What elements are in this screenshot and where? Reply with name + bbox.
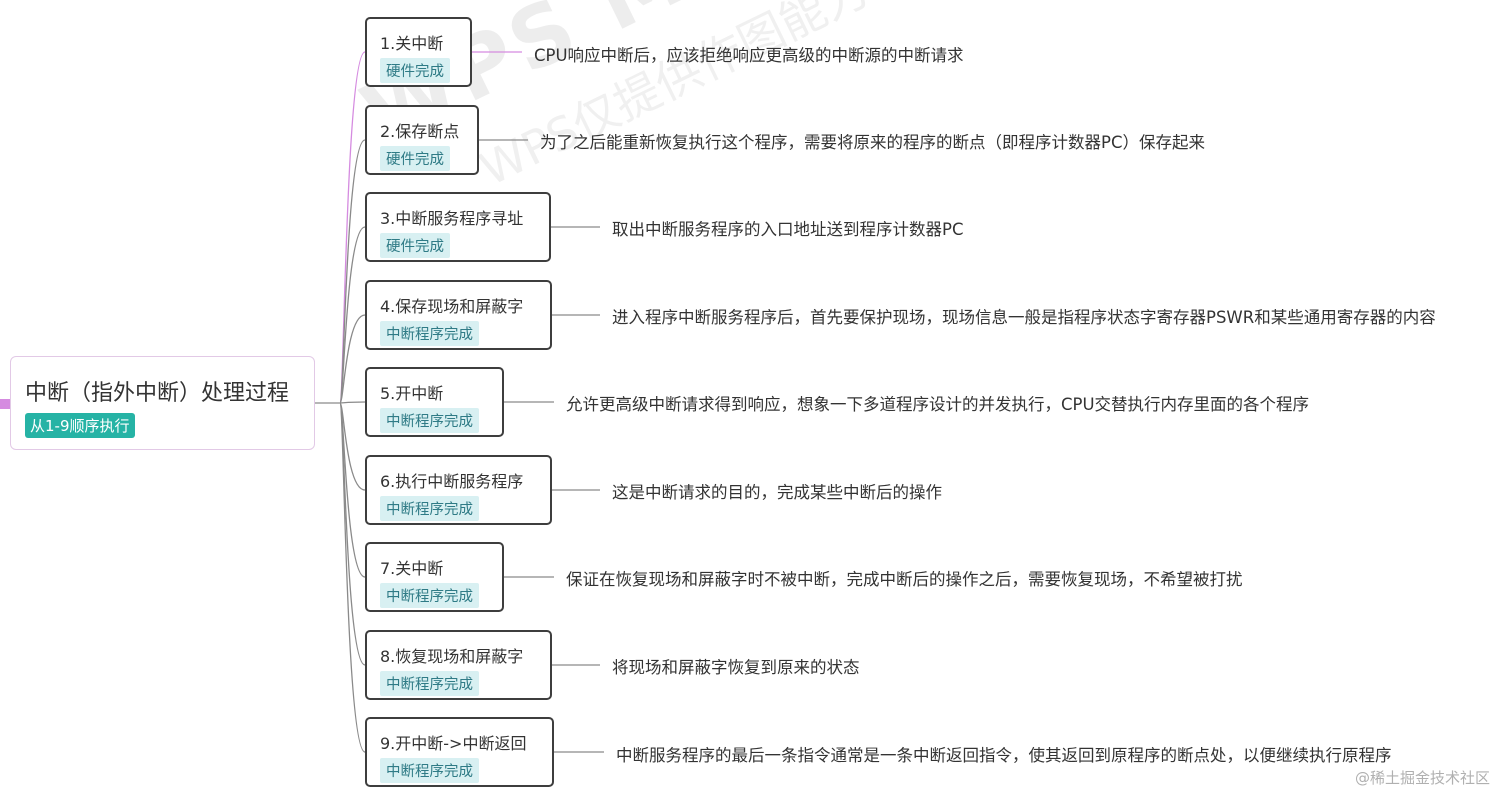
- step-title: 1.关中断: [380, 34, 444, 53]
- step-tag: 中断程序完成: [380, 408, 479, 433]
- step-title: 8.恢复现场和屏蔽字: [380, 647, 524, 666]
- root-tag: 从1-9顺序执行: [25, 413, 135, 438]
- step-title: 4.保存现场和屏蔽字: [380, 297, 524, 316]
- step-node-4[interactable]: 4.保存现场和屏蔽字 中断程序完成: [365, 280, 552, 350]
- step-title: 9.开中断->中断返回: [380, 734, 527, 753]
- step-title: 6.执行中断服务程序: [380, 472, 524, 491]
- step-title: 5.开中断: [380, 384, 444, 403]
- step-tag: 硬件完成: [380, 233, 450, 258]
- step-title: 2.保存断点: [380, 122, 460, 141]
- step-desc-5[interactable]: 允许更高级中断请求得到响应，想象一下多道程序设计的并发执行，CPU交替执行内存里…: [566, 395, 1310, 414]
- step-node-1[interactable]: 1.关中断 硬件完成: [365, 17, 472, 87]
- step-desc-8[interactable]: 将现场和屏蔽字恢复到原来的状态: [612, 658, 860, 677]
- step-tag: 硬件完成: [380, 58, 450, 83]
- step-desc-2[interactable]: 为了之后能重新恢复执行这个程序，需要将原来的程序的断点（即程序计数器PC）保存起…: [540, 133, 1205, 152]
- step-title: 3.中断服务程序寻址: [380, 209, 524, 228]
- root-title: 中断（指外中断）处理过程: [25, 381, 290, 406]
- step-tag: 中断程序完成: [380, 583, 479, 608]
- step-desc-7[interactable]: 保证在恢复现场和屏蔽字时不被中断，完成中断后的操作之后，需要恢复现场，不希望被打…: [566, 570, 1243, 589]
- step-tag: 中断程序完成: [380, 321, 479, 346]
- branch-connector-4: [339, 314, 366, 404]
- step-tag: 硬件完成: [380, 146, 450, 171]
- step-tag: 中断程序完成: [380, 496, 479, 521]
- step-desc-3[interactable]: 取出中断服务程序的入口地址送到程序计数器PC: [612, 220, 964, 239]
- step-title: 7.关中断: [380, 559, 444, 578]
- branch-connector-5: [339, 401, 366, 404]
- step-node-2[interactable]: 2.保存断点 硬件完成: [365, 105, 479, 175]
- root-topic[interactable]: 中断（指外中断）处理过程 从1-9顺序执行: [10, 356, 315, 450]
- root-accent-marker: [0, 399, 10, 409]
- step-desc-9[interactable]: 中断服务程序的最后一条指令通常是一条中断返回指令，使其返回到原程序的断点处，以便…: [616, 746, 1392, 765]
- branch-connector-9: [339, 402, 366, 753]
- step-desc-4[interactable]: 进入程序中断服务程序后，首先要保护现场，现场信息一般是指程序状态字寄存器PSWR…: [612, 308, 1436, 327]
- step-desc-6[interactable]: 这是中断请求的目的，完成某些中断后的操作: [612, 483, 942, 502]
- step-node-9[interactable]: 9.开中断->中断返回 中断程序完成: [365, 717, 554, 787]
- step-node-7[interactable]: 7.关中断 中断程序完成: [365, 542, 504, 612]
- step-tag: 中断程序完成: [380, 671, 479, 696]
- footer-credit: @稀土掘金技术社区: [1354, 769, 1490, 787]
- step-node-8[interactable]: 8.恢复现场和屏蔽字 中断程序完成: [365, 630, 552, 700]
- step-tag: 中断程序完成: [380, 758, 479, 783]
- step-desc-1[interactable]: CPU响应中断后，应该拒绝响应更高级的中断源的中断请求: [534, 46, 964, 65]
- step-node-6[interactable]: 6.执行中断服务程序 中断程序完成: [365, 455, 552, 525]
- step-node-5[interactable]: 5.开中断 中断程序完成: [365, 367, 504, 437]
- step-node-3[interactable]: 3.中断服务程序寻址 硬件完成: [365, 192, 551, 262]
